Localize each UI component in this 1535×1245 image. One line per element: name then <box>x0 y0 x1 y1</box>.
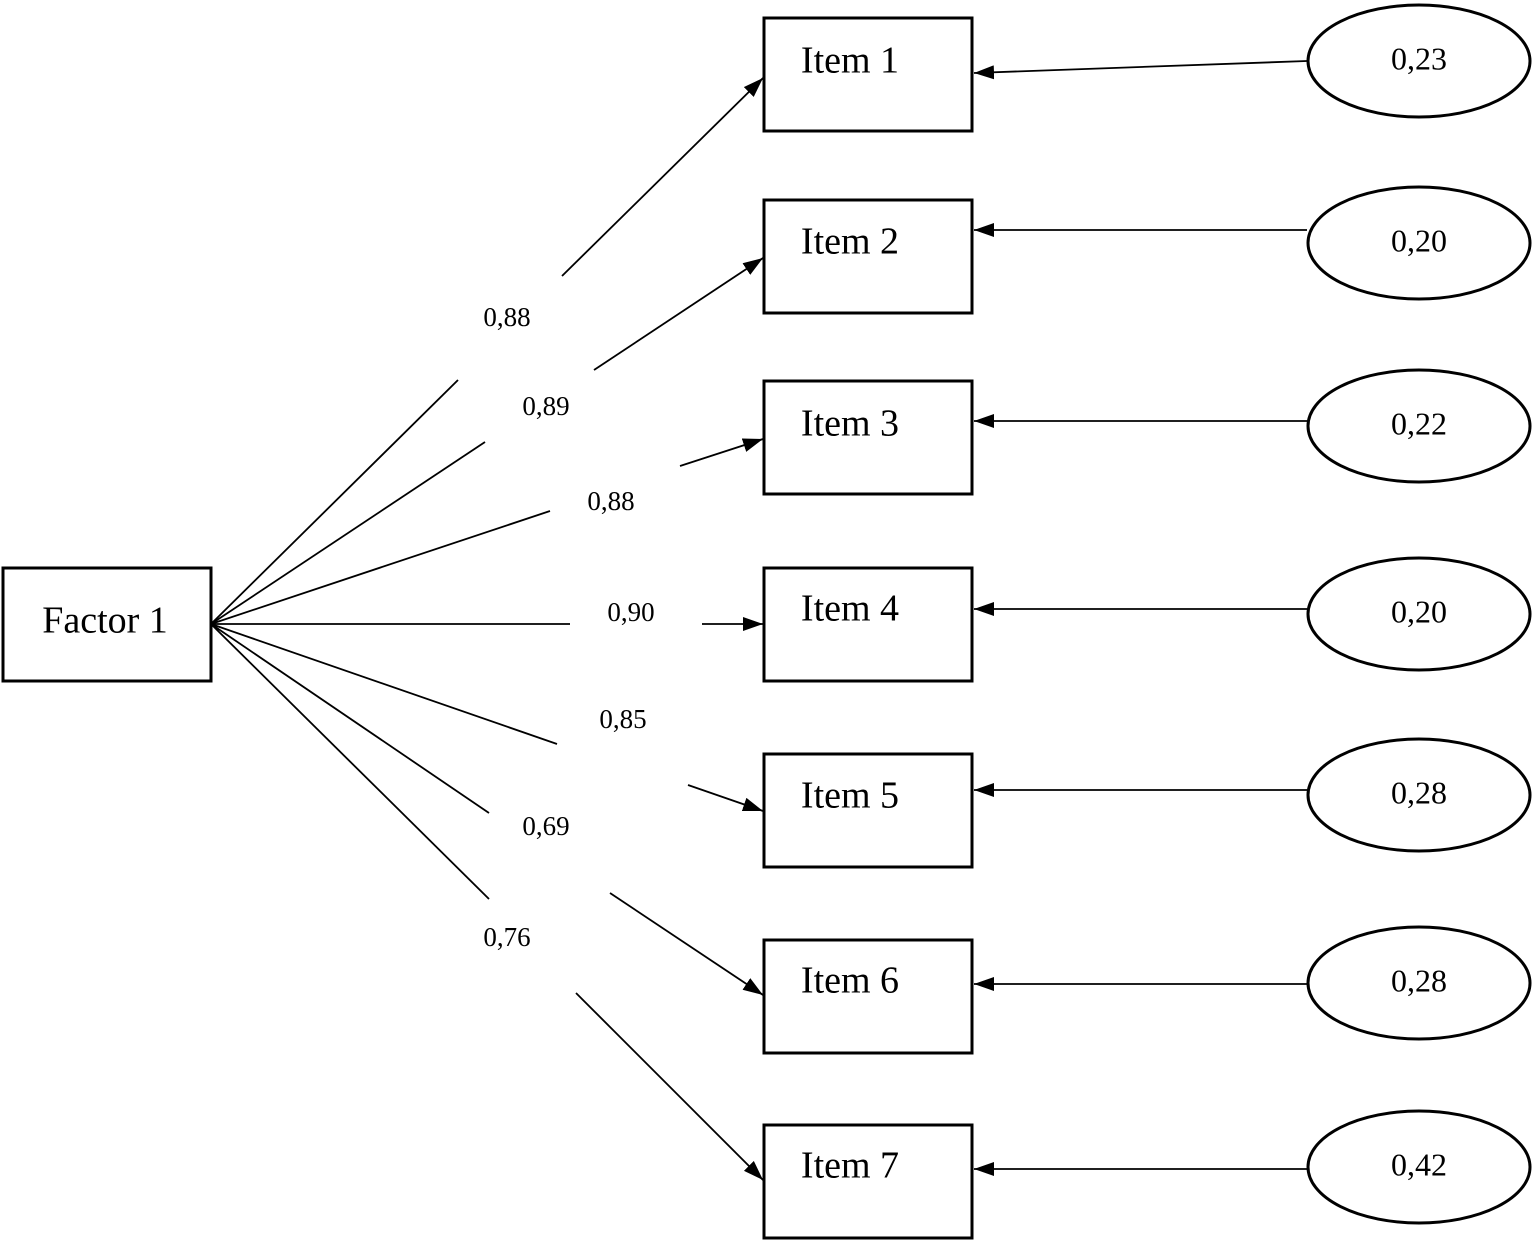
error-label: 0,22 <box>1391 405 1447 441</box>
item-node-1: Item 1 <box>762 16 974 133</box>
item-node-3: Item 3 <box>762 379 974 496</box>
factor-node: Factor 1 <box>1 566 213 683</box>
loading-label-item-7: 0,76 <box>483 922 530 952</box>
error-node-5: 0,28 <box>1306 737 1532 853</box>
loading-path-item-6 <box>210 623 764 996</box>
error-label: 0,20 <box>1391 222 1447 258</box>
error-label: 0,42 <box>1391 1146 1447 1182</box>
loading-label-item-1: 0,88 <box>483 302 530 332</box>
item-label: Item 4 <box>801 588 899 630</box>
item-node-6: Item 6 <box>762 938 974 1055</box>
error-node-7: 0,42 <box>1306 1109 1532 1225</box>
loading-label-item-6: 0,69 <box>522 811 569 841</box>
item-label: Item 6 <box>801 960 899 1002</box>
error-label: 0,23 <box>1391 40 1447 76</box>
item-nodes: Item 1 Item 2 Item 3 Item 4 Item 5 Item … <box>762 16 974 1240</box>
item-label: Item 7 <box>801 1145 899 1187</box>
loading-paths <box>210 77 764 1181</box>
loading-label-item-2: 0,89 <box>522 391 569 421</box>
error-node-3: 0,22 <box>1306 368 1532 484</box>
loading-label-item-4: 0,90 <box>607 597 654 627</box>
item-node-7: Item 7 <box>762 1123 974 1240</box>
loading-path-item-2 <box>210 257 764 625</box>
factor-label: Factor 1 <box>42 600 168 642</box>
item-node-5: Item 5 <box>762 752 974 869</box>
loading-path-item-5 <box>210 623 764 812</box>
error-label: 0,20 <box>1391 593 1447 629</box>
error-path-item-1 <box>973 60 1308 80</box>
item-label: Item 1 <box>801 40 899 82</box>
error-paths <box>973 60 1308 1176</box>
loading-label-item-5: 0,85 <box>599 704 646 734</box>
loading-path-item-7 <box>210 623 764 1181</box>
error-label: 0,28 <box>1391 774 1447 810</box>
loading-label-item-3: 0,88 <box>587 486 634 516</box>
loading-path-item-1 <box>210 77 764 625</box>
item-label: Item 5 <box>801 775 899 817</box>
error-nodes: 0,23 0,20 0,22 0,20 0,28 0,28 0,42 <box>1306 3 1532 1225</box>
item-node-2: Item 2 <box>762 198 974 315</box>
loading-path-item-3 <box>210 438 764 625</box>
error-node-2: 0,20 <box>1306 185 1532 301</box>
item-label: Item 3 <box>801 403 899 445</box>
item-label: Item 2 <box>801 221 899 263</box>
error-node-4: 0,20 <box>1306 556 1532 672</box>
error-label: 0,28 <box>1391 962 1447 998</box>
loading-labels: 0,88 0,89 0,88 0,90 0,85 0,69 0,76 <box>483 302 654 952</box>
error-node-1: 0,23 <box>1306 3 1532 119</box>
error-node-6: 0,28 <box>1306 925 1532 1041</box>
item-node-4: Item 4 <box>762 566 974 683</box>
